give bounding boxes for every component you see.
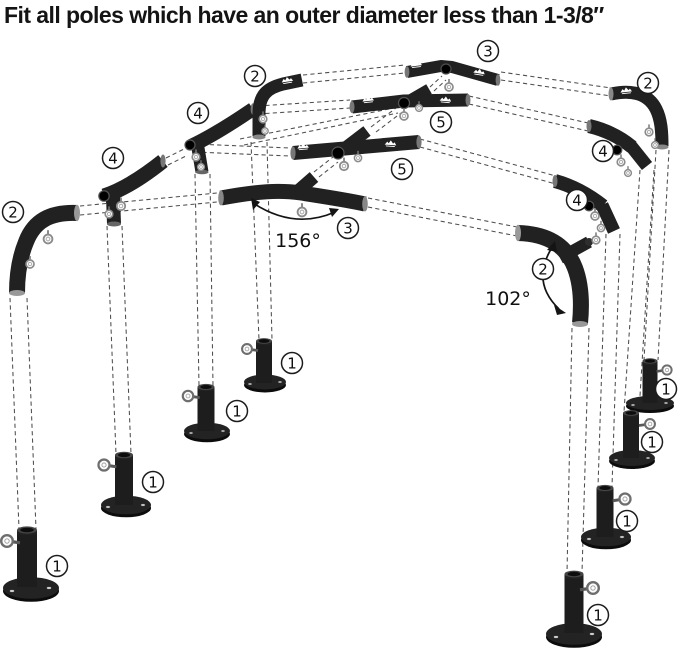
- callout-number: 3: [483, 42, 493, 60]
- callout-part-4: 4: [565, 188, 589, 212]
- angle-value-label: 156°: [275, 230, 321, 252]
- callout-part-4: 4: [591, 139, 615, 163]
- callout-number: 2: [8, 203, 18, 221]
- fitting-tee-mid-left: [98, 154, 168, 227]
- callout-part-2: 2: [1, 200, 25, 224]
- callout-number: 1: [622, 512, 632, 530]
- callout-number: 3: [343, 219, 353, 237]
- pole-base-plate: [546, 570, 602, 648]
- angle-value-label: 102°: [485, 288, 531, 310]
- callout-part-1: 1: [640, 430, 664, 454]
- fitting-cross-lower: [290, 126, 422, 172]
- callout-number: 2: [538, 260, 548, 278]
- callout-part-1: 1: [615, 509, 639, 533]
- page-title: Fit all poles which have an outer diamet…: [4, 2, 604, 28]
- callout-part-2: 2: [243, 64, 267, 88]
- fitting-elbow-back-right: [608, 85, 669, 150]
- pole-base-plate: [581, 484, 633, 550]
- callout-number: 4: [108, 149, 118, 167]
- callout-part-3: 3: [476, 39, 500, 63]
- callout-number: 4: [598, 142, 608, 160]
- callout-part-2: 2: [531, 257, 555, 281]
- callout-number: 1: [52, 557, 62, 575]
- callout-part-5: 5: [429, 110, 453, 134]
- fitting-cross-upper: [349, 84, 471, 121]
- callout-part-1: 1: [225, 399, 249, 423]
- callout-number: 4: [572, 191, 582, 209]
- pole-base-plate: [626, 358, 674, 413]
- angle-annotation-156: [251, 198, 339, 221]
- callout-part-4: 4: [186, 101, 210, 125]
- callout-part-5: 5: [390, 157, 414, 181]
- callout-part-1: 1: [141, 470, 165, 494]
- callout-number: 2: [643, 74, 653, 92]
- pole-base-plate: [240, 338, 286, 393]
- fitting-tee-upper-right: [586, 119, 653, 178]
- callout-number: 5: [436, 113, 446, 131]
- pole-base-plate: [181, 383, 230, 443]
- fitting-elbow-front-right: [515, 224, 601, 327]
- pole-base-plate: [96, 451, 151, 518]
- callout-part-1: 1: [654, 377, 678, 401]
- callout-number: 1: [287, 354, 297, 372]
- fitting-elbow-back-left: [252, 73, 304, 140]
- fitting-ridge-front: [218, 172, 368, 218]
- callout-part-1: 1: [280, 351, 304, 375]
- fitting-tee-upper-left: [184, 103, 257, 175]
- pole-dashed-lines: [9, 64, 670, 574]
- callout-part-1: 1: [45, 554, 69, 578]
- callout-part-4: 4: [101, 146, 125, 170]
- callout-number: 1: [148, 473, 158, 491]
- callout-part-3: 3: [336, 216, 360, 240]
- fitting-elbow-front-left: [9, 204, 80, 296]
- pole-base-plate: [0, 526, 59, 602]
- pole-base-plate: [609, 410, 657, 469]
- callout-number: 1: [593, 606, 603, 624]
- callout-number: 2: [250, 67, 260, 85]
- callout-number: 1: [647, 433, 657, 451]
- callout-number: 1: [232, 402, 242, 420]
- callout-part-1: 1: [586, 603, 610, 627]
- callout-number: 1: [661, 380, 671, 398]
- callout-part-2: 2: [636, 71, 660, 95]
- callout-number: 4: [193, 104, 203, 122]
- fitting-ridge-back: [404, 60, 501, 92]
- callout-number: 5: [397, 160, 407, 178]
